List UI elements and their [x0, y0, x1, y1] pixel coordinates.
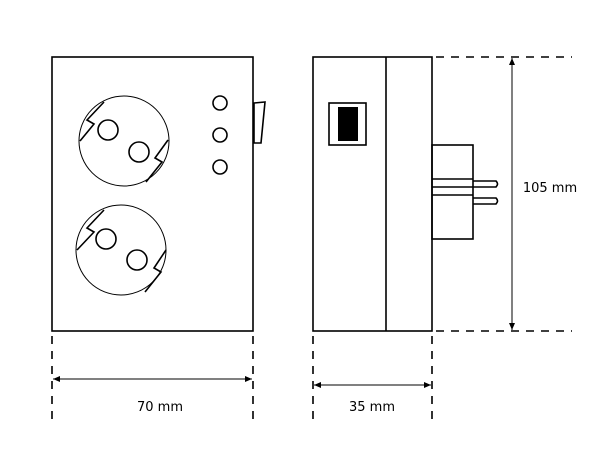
indicator-led	[212, 159, 228, 175]
width-dimension-label: 70 mm	[137, 400, 183, 415]
rocker-switch	[253, 101, 266, 144]
indicator-led	[212, 95, 228, 111]
socket-hole	[97, 119, 119, 141]
plug-body	[431, 144, 474, 240]
plug-pin	[473, 180, 499, 188]
front-view	[51, 56, 266, 332]
switch-window	[328, 102, 367, 146]
socket-hole	[128, 141, 150, 163]
front-housing	[51, 56, 254, 332]
dimension-lines	[51, 56, 572, 425]
plug-pin	[473, 197, 499, 205]
indicator-led	[212, 127, 228, 143]
side-view	[312, 56, 499, 332]
height-dimension-label: 105 mm	[523, 181, 577, 196]
side-housing	[312, 56, 433, 332]
socket-hole	[126, 249, 148, 271]
switch-button	[338, 107, 358, 141]
depth-dimension-label: 35 mm	[349, 400, 395, 415]
socket-top	[78, 95, 170, 187]
socket-hole	[95, 228, 117, 250]
socket-bottom	[75, 204, 167, 296]
